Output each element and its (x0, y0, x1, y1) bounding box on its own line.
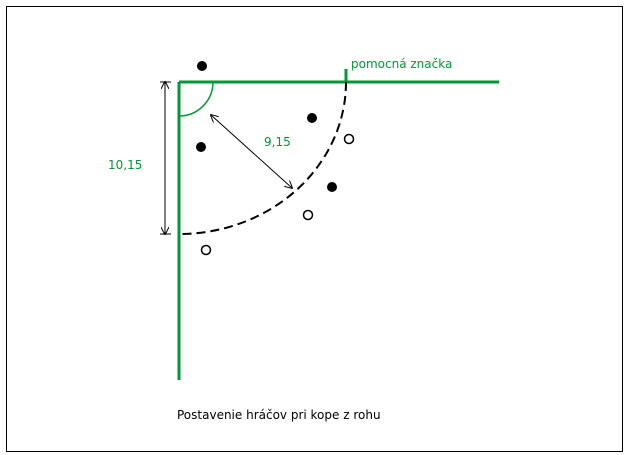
player-open (343, 133, 355, 145)
corner-kick-diagram: pomocná značka 9,15 10,15 Postavenie hrá… (108, 57, 499, 422)
player-open (200, 244, 212, 256)
distance-arc (178, 81, 347, 235)
corner-arc (178, 81, 214, 117)
diagram-frame: pomocná značka 9,15 10,15 Postavenie hrá… (6, 6, 623, 452)
player-filled (307, 113, 317, 123)
player-filled (197, 61, 207, 71)
radius-arrow (211, 115, 292, 188)
player-open (302, 209, 314, 221)
caption: Postavenie hráčov pri kope z rohu (177, 408, 381, 422)
depth-label: 10,15 (108, 158, 142, 172)
marker-label: pomocná značka (351, 57, 452, 71)
radius-label: 9,15 (264, 135, 291, 149)
player-filled (327, 182, 337, 192)
player-filled (196, 142, 206, 152)
